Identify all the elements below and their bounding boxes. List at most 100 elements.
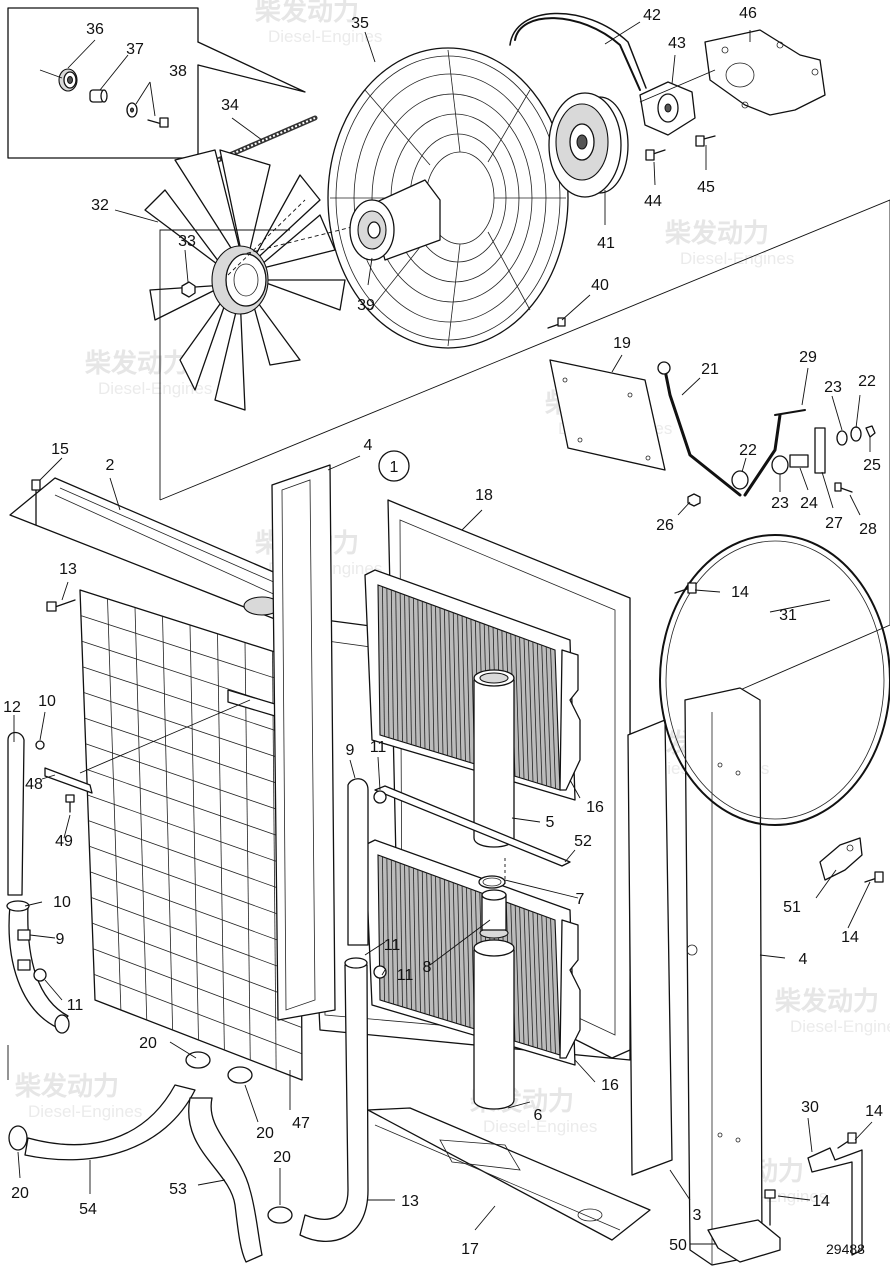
stay-and-mounting-plate: [549, 359, 876, 507]
callout-4: 4: [799, 951, 808, 968]
callout-20: 20: [139, 1035, 157, 1052]
callout-13: 13: [59, 561, 77, 578]
callout-22: 22: [858, 373, 876, 390]
inset-detail-box: [7, 7, 306, 159]
fan-blades: [144, 149, 361, 411]
callout-14: 14: [812, 1193, 830, 1210]
callout-25: 25: [863, 457, 881, 474]
callout-42: 42: [643, 7, 661, 24]
mounting-brackets: [707, 837, 863, 1263]
callout-15: 15: [51, 441, 69, 458]
watermark-cn: 柴发动力: [774, 986, 879, 1017]
callout-14: 14: [841, 929, 859, 946]
callout-29: 29: [799, 349, 817, 366]
callout-38: 38: [169, 63, 187, 80]
callout-23: 23: [771, 495, 789, 512]
callout-41: 41: [597, 235, 615, 252]
view-marker-circle: [378, 450, 410, 482]
coolant-hoses: [6, 731, 387, 1263]
side-member-right: [627, 687, 763, 1266]
leader-lines: [13, 21, 873, 1245]
pulley-and-belt: [509, 12, 647, 198]
callout-44: 44: [644, 193, 662, 210]
callout-49: 49: [55, 833, 73, 850]
callout-17: 17: [461, 1241, 479, 1258]
callout-52: 52: [574, 833, 592, 850]
callout-11: 11: [67, 997, 84, 1014]
callout-30: 30: [801, 1099, 819, 1116]
callout-6: 6: [534, 1107, 543, 1124]
callout-12: 12: [3, 699, 21, 716]
drawing-number: 29488: [826, 1241, 865, 1257]
callout-32: 32: [91, 197, 109, 214]
callout-10: 10: [53, 894, 71, 911]
callout-19: 19: [613, 335, 631, 352]
callout-26: 26: [656, 517, 674, 534]
watermark-en: Diesel-Engines: [28, 1102, 142, 1121]
assembly-lines: [159, 199, 890, 691]
callout-18: 18: [475, 487, 493, 504]
watermark-en: Diesel-Engines: [98, 379, 212, 398]
callout-2: 2: [106, 457, 115, 474]
callout-28: 28: [859, 521, 877, 538]
callout-11: 11: [384, 937, 401, 954]
callout-22: 22: [739, 442, 757, 459]
watermark-cn: 柴发动力: [664, 218, 769, 249]
callout-35: 35: [351, 15, 369, 32]
callout-48: 48: [25, 776, 43, 793]
fasteners: [44, 317, 884, 883]
top-frame: [9, 477, 321, 626]
callout-31: 31: [779, 607, 797, 624]
watermark-en: Diesel-Engines: [483, 1117, 597, 1136]
watermark-cn: 柴发动力: [254, 0, 359, 27]
callout-8: 8: [423, 959, 432, 976]
callout-53: 53: [169, 1181, 187, 1198]
callout-36: 36: [86, 21, 104, 38]
callout-9: 9: [346, 742, 355, 759]
callout-14: 14: [865, 1103, 883, 1120]
callout-27: 27: [825, 515, 843, 532]
callout-45: 45: [697, 179, 715, 196]
callout-40: 40: [591, 277, 609, 294]
watermark-en: Diesel-Engines: [268, 27, 382, 46]
callout-33: 33: [178, 233, 196, 250]
callout-5: 5: [546, 814, 555, 831]
callout-1: 1: [390, 459, 399, 476]
callout-labels: 36 37 38 35 42 46 43 34 32 33 44 45 41 3…: [3, 5, 883, 1258]
callout-47: 47: [292, 1115, 310, 1132]
callout-24: 24: [800, 495, 818, 512]
watermark-en: Diesel-Engines: [790, 1017, 890, 1036]
grille: [79, 589, 303, 1081]
callout-3: 3: [693, 1207, 702, 1224]
callout-9: 9: [56, 931, 65, 948]
tie-rod: [215, 115, 318, 163]
callout-16: 16: [586, 799, 604, 816]
callout-11: 11: [397, 967, 414, 984]
callout-50: 50: [669, 1237, 687, 1254]
callout-23: 23: [824, 379, 842, 396]
callout-51: 51: [783, 899, 801, 916]
callout-20: 20: [256, 1125, 274, 1142]
callout-11: 11: [370, 739, 387, 756]
fan-shroud-ring: [659, 534, 890, 826]
spacer-strip: [374, 785, 571, 867]
watermark-en: Diesel-Engines: [680, 249, 794, 268]
callout-39: 39: [357, 297, 375, 314]
callout-10: 10: [38, 693, 56, 710]
callout-37: 37: [126, 41, 144, 58]
callout-20: 20: [273, 1149, 291, 1166]
bracket-assembly: [639, 29, 826, 161]
watermark-cn: 柴发动力: [84, 348, 189, 379]
callout-43: 43: [668, 35, 686, 52]
callout-16: 16: [601, 1077, 619, 1094]
callout-20: 20: [11, 1185, 29, 1202]
fan-hub: [349, 179, 441, 261]
callout-34: 34: [221, 97, 239, 114]
bottom-plate: [367, 1107, 651, 1241]
watermark-cn: 柴发动力: [14, 1071, 119, 1102]
callout-13: 13: [401, 1193, 419, 1210]
callout-46: 46: [739, 5, 757, 22]
callout-54: 54: [79, 1201, 97, 1218]
callout-4: 4: [364, 437, 373, 454]
